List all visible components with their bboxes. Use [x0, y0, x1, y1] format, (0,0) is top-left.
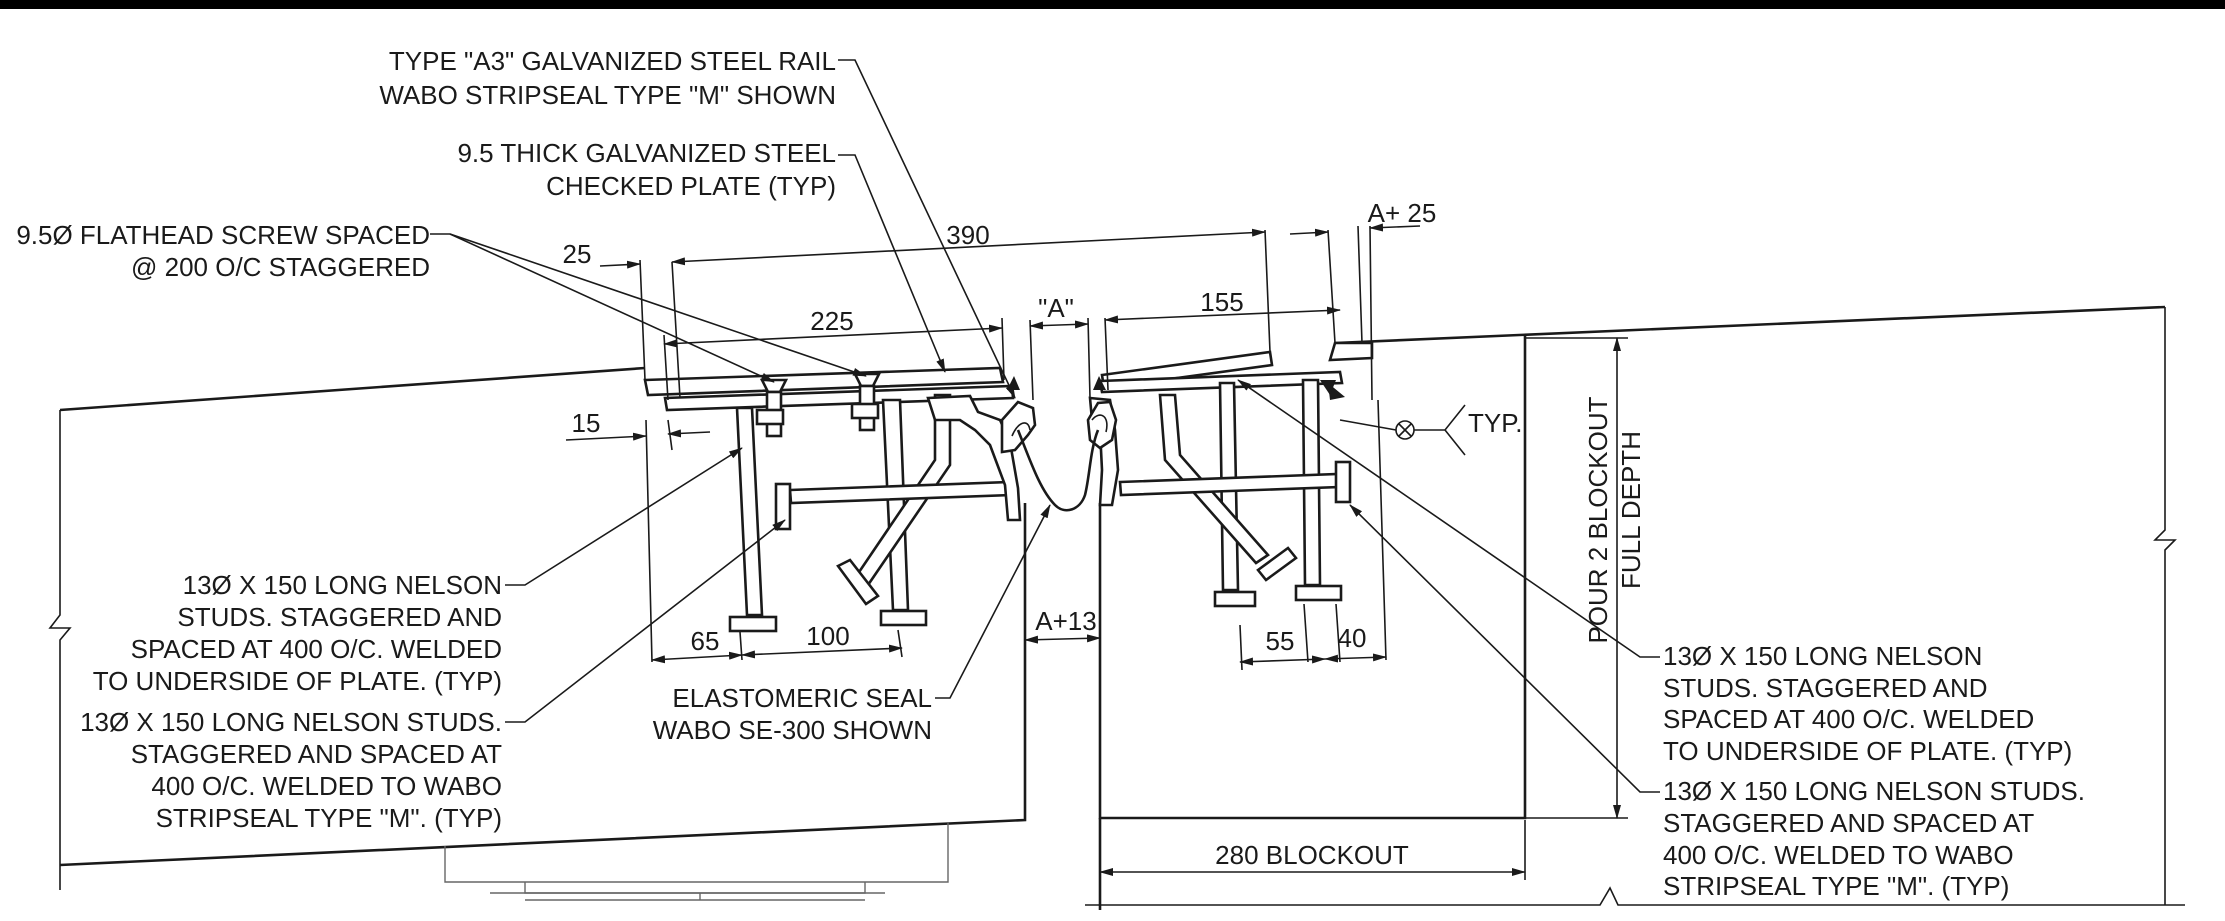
- studs-left-plate-line-2: STUDS. STAGGERED AND: [177, 602, 502, 632]
- studs-right-rail-line-1: 13Ø X 150 LONG NELSON STUDS.: [1663, 776, 2085, 806]
- checked-plate-label-line-2: CHECKED PLATE (TYP): [546, 171, 836, 201]
- dim-a: "A": [1038, 293, 1074, 323]
- checked-plate-label-line-1: 9.5 THICK GALVANIZED STEEL: [457, 138, 836, 168]
- dim-a-plus-25: A+ 25: [1368, 198, 1437, 228]
- studs-left-plate-line-4: TO UNDERSIDE OF PLATE. (TYP): [93, 666, 502, 696]
- studs-right-rail-line-3: 400 O/C. WELDED TO WABO: [1663, 840, 2014, 870]
- checked-plates: [643, 341, 1374, 412]
- studs-right-plate-line-1: 13Ø X 150 LONG NELSON: [1663, 641, 1982, 671]
- seal-label-line-2: WABO SE-300 SHOWN: [653, 715, 932, 745]
- rail-label-line-2: WABO STRIPSEAL TYPE "M" SHOWN: [379, 80, 836, 110]
- stripseal-rails: [926, 376, 1120, 522]
- studs-left-rail-line-2: STAGGERED AND SPACED AT: [131, 739, 502, 769]
- studs-right-plate-line-4: TO UNDERSIDE OF PLATE. (TYP): [1663, 736, 2072, 766]
- weld-symbol: [1320, 380, 1466, 456]
- typ-label: TYP.: [1468, 408, 1522, 438]
- studs-right-rail-line-4: STRIPSEAL TYPE "M". (TYP): [1663, 871, 2009, 901]
- right-nelson-studs: [1118, 378, 1352, 608]
- studs-left-plate-line-1: 13Ø X 150 LONG NELSON: [183, 570, 502, 600]
- studs-left-rail-line-1: 13Ø X 150 LONG NELSON STUDS.: [80, 707, 502, 737]
- studs-left-rail-line-3: 400 O/C. WELDED TO WABO: [151, 771, 502, 801]
- dim-225: 225: [810, 306, 853, 336]
- studs-right-rail-line-2: STAGGERED AND SPACED AT: [1663, 808, 2034, 838]
- left-nelson-studs: [728, 393, 1013, 633]
- rail-label-line-1: TYPE "A3" GALVANIZED STEEL RAIL: [389, 46, 836, 76]
- dimension-lines: [565, 223, 1628, 880]
- studs-left-rail-line-4: STRIPSEAL TYPE "M". (TYP): [156, 803, 502, 833]
- seal-label-line-1: ELASTOMERIC SEAL: [672, 683, 932, 713]
- dim-a-plus-13: A+13: [1035, 606, 1096, 636]
- dim-25: 25: [563, 239, 592, 269]
- leader-lines: [430, 59, 1660, 793]
- studs-right-plate-line-3: SPACED AT 400 O/C. WELDED: [1663, 704, 2034, 734]
- callout-labels: TYPE "A3" GALVANIZED STEEL RAIL WABO STR…: [16, 46, 2085, 901]
- dim-390: 390: [946, 220, 989, 250]
- top-border-bar: [0, 0, 2225, 9]
- dim-55: 55: [1266, 626, 1295, 656]
- blockout-depth-line-1: POUR 2 BLOCKOUT: [1583, 396, 1613, 643]
- dimension-labels: 390 25 225 "A" 155 A+ 25 15 65 100 A+13 …: [563, 198, 1437, 656]
- blockout-width-label: 280 BLOCKOUT: [1215, 840, 1409, 870]
- dim-40: 40: [1338, 623, 1367, 653]
- dim-100: 100: [806, 621, 849, 651]
- screw-label-line-2: @ 200 O/C STAGGERED: [131, 252, 430, 282]
- dim-155: 155: [1200, 287, 1243, 317]
- flathead-screws: [755, 372, 882, 438]
- dim-65: 65: [691, 626, 720, 656]
- blockout-depth-line-2: FULL DEPTH: [1616, 431, 1646, 589]
- studs-left-plate-line-3: SPACED AT 400 O/C. WELDED: [131, 634, 502, 664]
- dim-15: 15: [572, 408, 601, 438]
- studs-right-plate-line-2: STUDS. STAGGERED AND: [1663, 673, 1988, 703]
- screw-label-line-1: 9.5Ø FLATHEAD SCREW SPACED: [16, 220, 430, 250]
